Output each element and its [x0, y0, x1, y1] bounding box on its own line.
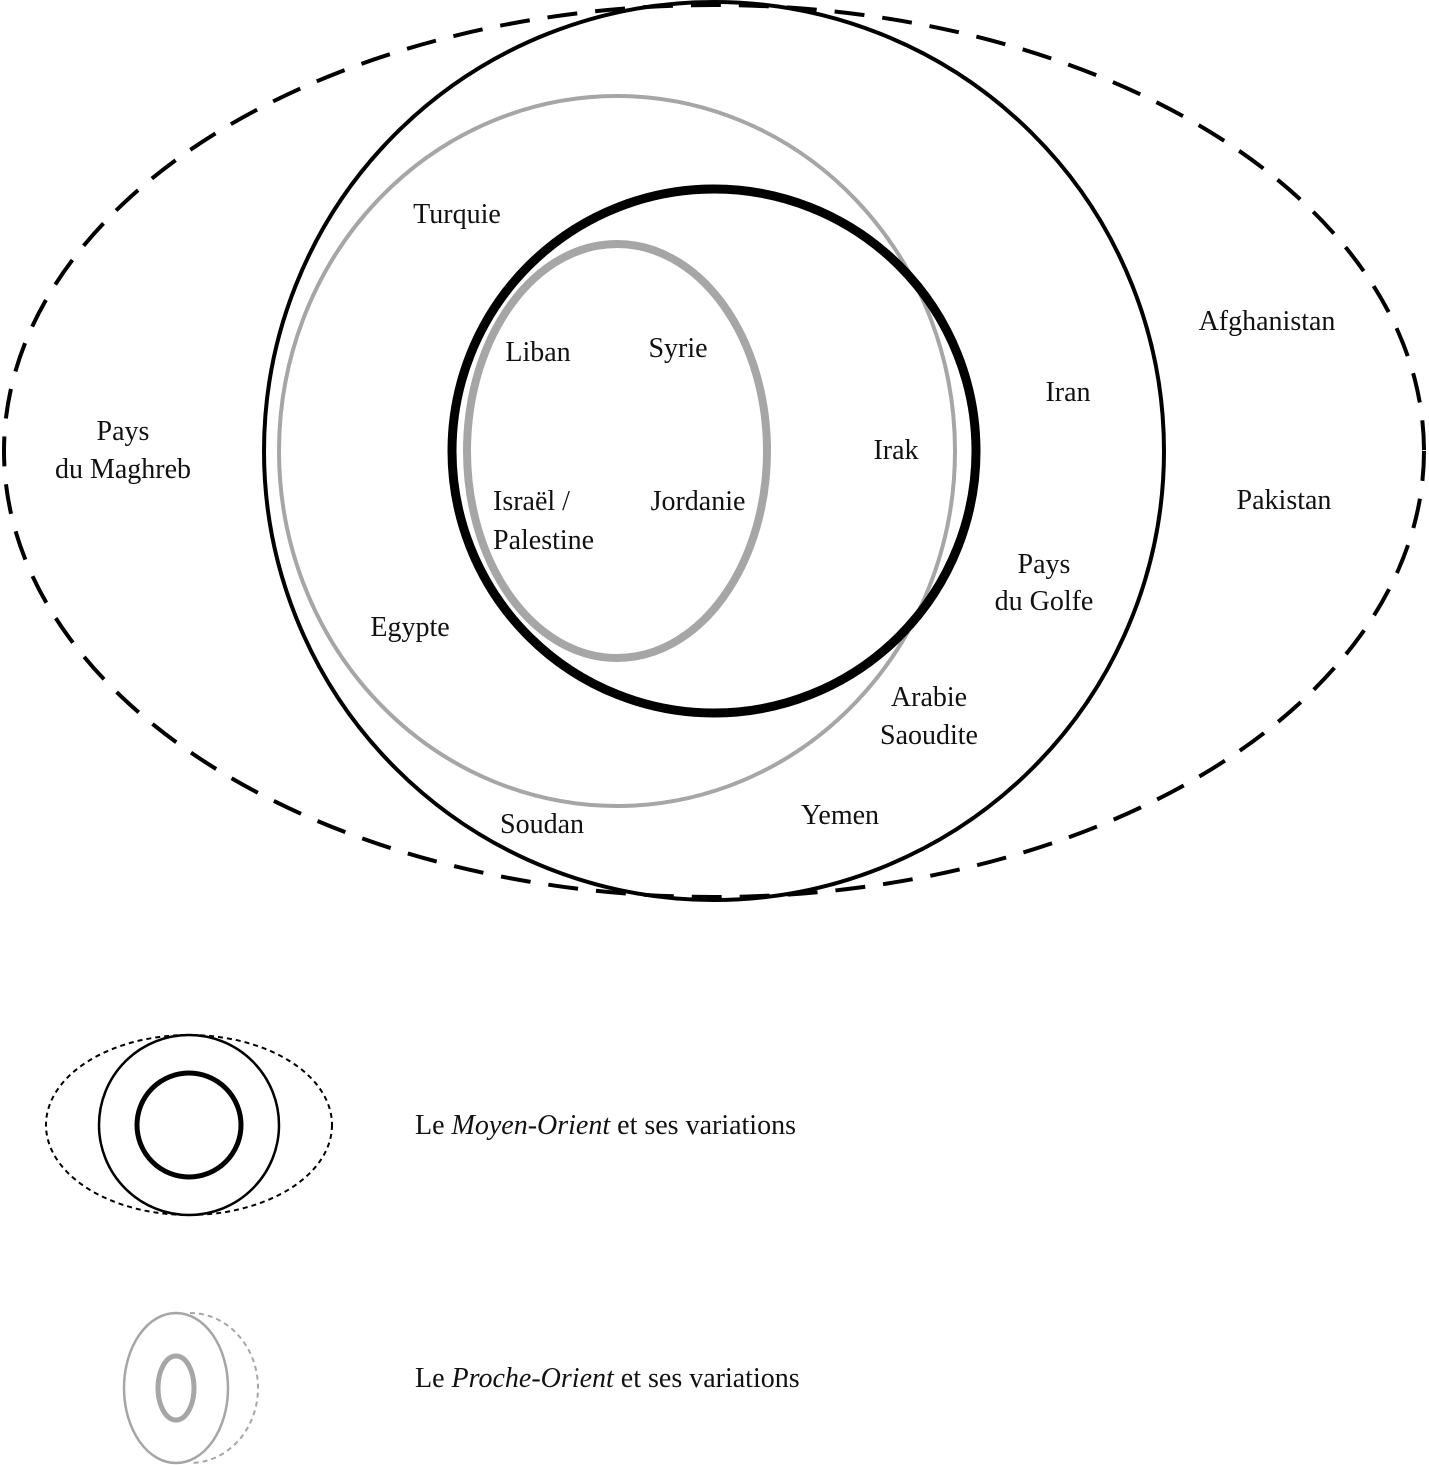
legend-proche-orient-text: Le Proche-Orient et ses variations — [415, 1363, 800, 1394]
legend-proche-italic: Proche-Orient — [451, 1363, 615, 1394]
legend-proche-prefix: Le — [415, 1363, 452, 1394]
label-afghanistan: Afghanistan — [1199, 306, 1336, 337]
moyen-orient-core-circle — [447, 184, 981, 718]
proche-orient-core-ellipse — [463, 240, 771, 662]
legend-proche-suffix: et ses variations — [614, 1363, 800, 1394]
legend-proche-dashed-arc — [189, 1312, 259, 1464]
outer-dashed-ellipse — [2, 3, 1426, 899]
label-irak: Irak — [873, 435, 918, 466]
legend-moyen-orient-symbol — [45, 1033, 333, 1217]
label-israel-line2: Palestine — [493, 525, 594, 556]
label-iran: Iran — [1045, 377, 1090, 408]
label-golfe-line1: Pays — [1018, 549, 1071, 580]
label-egypte: Egypte — [370, 612, 449, 643]
legend-moyen-dashed-ellipse — [45, 1034, 333, 1216]
label-golfe-line2: du Golfe — [995, 586, 1094, 617]
label-maghreb-line2: du Maghreb — [55, 454, 191, 485]
legend-moyen-core-circle — [134, 1070, 244, 1180]
label-syrie: Syrie — [648, 333, 707, 364]
label-maghreb-line1: Pays — [97, 416, 150, 447]
legend-moyen-circle — [97, 1033, 281, 1217]
label-liban: Liban — [505, 337, 570, 368]
legend-moyen-orient-text: Le Moyen-Orient et ses variations — [415, 1110, 796, 1141]
legend-proche-orient-symbol — [122, 1311, 259, 1465]
label-arabie-line1: Arabie — [891, 682, 967, 713]
legend-proche-core-ellipse — [155, 1353, 197, 1423]
label-pakistan: Pakistan — [1237, 485, 1332, 516]
legend-proche-outer-ellipse — [122, 1311, 230, 1465]
label-turquie: Turquie — [413, 199, 501, 230]
label-yemen: Yemen — [801, 800, 879, 831]
legend-moyen-italic: Moyen-Orient — [451, 1110, 612, 1141]
label-israel-line1: Israël / — [493, 486, 570, 517]
label-jordanie: Jordanie — [651, 486, 746, 517]
moyen-orient-circle — [262, 0, 1166, 902]
legend-moyen-suffix: et ses variations — [610, 1110, 796, 1141]
legend-moyen-prefix: Le — [415, 1110, 452, 1141]
label-soudan: Soudan — [500, 809, 584, 840]
proche-orient-outer-gray-circle — [277, 94, 957, 808]
label-arabie-line2: Saoudite — [880, 720, 978, 751]
